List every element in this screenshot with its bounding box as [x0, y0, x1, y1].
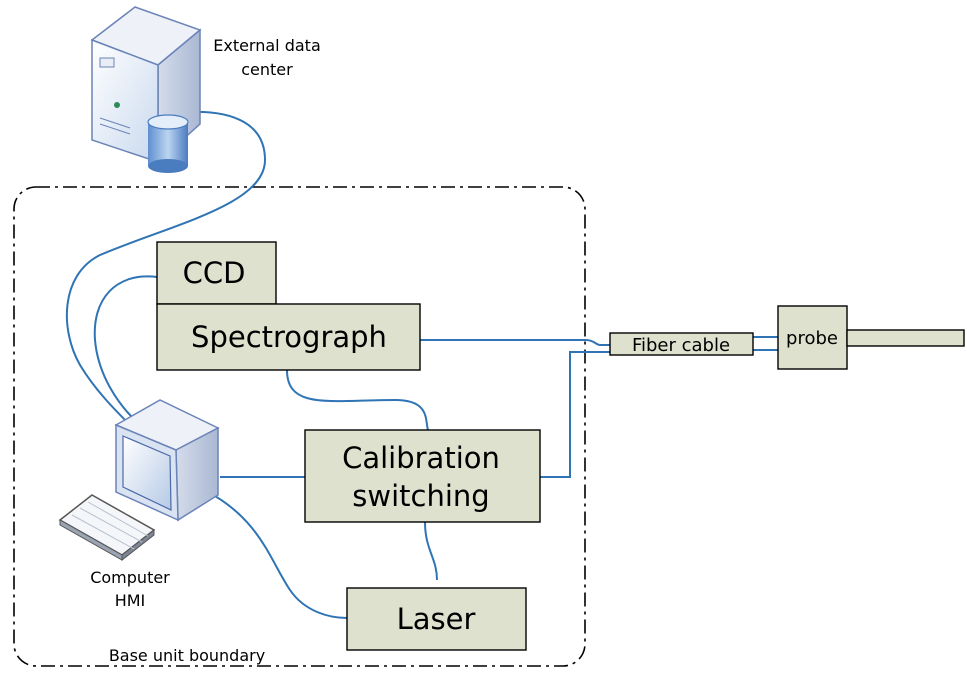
wire-computer-laser: [207, 491, 348, 619]
calibration-switching-block: [304, 429, 541, 523]
base-unit-boundary: [13, 186, 586, 667]
monitor-icon: [114, 399, 220, 522]
boundary-label: Base unit boundary: [109, 646, 265, 665]
wire-spectrograph-fiber: [420, 339, 610, 346]
ccd-block: [156, 241, 277, 305]
database-icon: [147, 114, 189, 173]
ccd-label: CCD: [183, 256, 246, 290]
wire-ccd-computer: [93, 275, 158, 426]
wire-spectrograph-calibration: [286, 369, 429, 431]
probe-label: probe: [786, 328, 838, 349]
data-center-label-line2: center: [241, 60, 293, 79]
spectrograph-block: [156, 303, 421, 371]
computer-label-line1: Computer: [90, 568, 170, 587]
server-icon: [90, 6, 202, 164]
wire-calibration-laser: [424, 521, 438, 581]
keyboard-icon: [58, 494, 156, 562]
wire-datacenter-computer: [65, 110, 267, 429]
connections: [65, 110, 778, 619]
fiber-cable-label: Fiber cable: [632, 335, 730, 356]
calibration-label-line2: switching: [352, 479, 489, 513]
laser-label: Laser: [397, 602, 476, 636]
spectrograph-label: Spectrograph: [191, 320, 387, 354]
probe-shaft: [846, 329, 965, 347]
fiber-cable-block: [609, 332, 754, 356]
laser-block: [346, 587, 527, 651]
wire-calibration-fiber: [540, 351, 610, 478]
data-center-label-line1: External data: [213, 36, 321, 55]
computer-label-line2: HMI: [115, 591, 146, 610]
calibration-label-line1: Calibration: [342, 441, 500, 475]
